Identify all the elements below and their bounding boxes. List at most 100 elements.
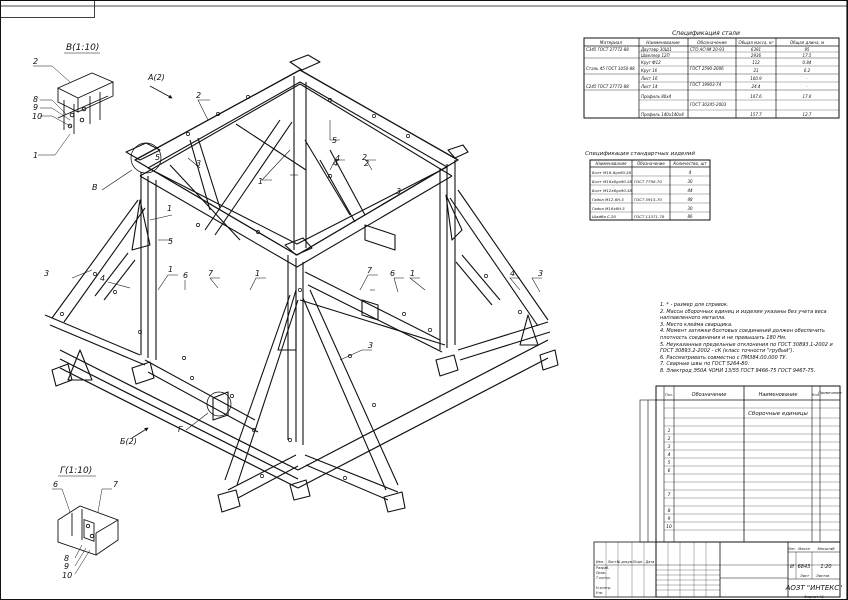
- note-line: наплавленного металла.: [660, 315, 726, 322]
- outrigger-right-diagonal: [449, 189, 549, 327]
- detail-b-callout-1: 2: [33, 57, 38, 66]
- steel-cell: 107.6: [750, 94, 762, 99]
- bom-header: Наименование: [759, 392, 798, 398]
- detail-view-g: Г(1:10) 6 7 8 9 10: [52, 466, 120, 580]
- callout-main-5: 4: [333, 159, 338, 168]
- steel-cell: Круг 16: [641, 68, 658, 73]
- std-cell: ГОСТ 11371-78: [634, 214, 665, 219]
- detail-g-title: Г(1:10): [60, 466, 92, 476]
- callout-main-9: 3: [44, 269, 49, 278]
- std-cell: Шайба С.20: [592, 214, 617, 219]
- tb-row-label: Изм.: [596, 560, 604, 564]
- steel-cell: 6.2: [804, 68, 811, 73]
- steel-cell: 2936: [751, 53, 762, 58]
- steel-cell: СТО АСЧМ 20-93: [690, 47, 725, 52]
- tb-role: Н.контр.: [596, 586, 611, 590]
- view-arrow-b: [131, 427, 149, 439]
- detail-b-title: В(1:10): [66, 43, 99, 53]
- std-cell: Гайка М12-6Н.5: [592, 197, 624, 202]
- steel-spec-header: Общая масса, кг: [739, 40, 775, 45]
- steel-cell: 100.9: [750, 76, 762, 81]
- steel-spec-header: Наименование: [646, 40, 680, 46]
- steel-cell: ГОСТ 30245-2003: [690, 102, 727, 107]
- steel-spec-header: Общая длина, м: [790, 40, 824, 45]
- base-beam-right: [297, 339, 549, 489]
- view-arrow-a: [149, 85, 173, 99]
- base-beam-inner-3: [299, 299, 446, 346]
- corner-plate-left: [125, 142, 161, 161]
- inner-tie-2: [235, 123, 307, 171]
- callout-main-12: 6: [183, 271, 188, 280]
- inner-brace-left: [204, 119, 293, 236]
- beam-joint-back: [364, 224, 396, 251]
- callout-main-14: 1: [255, 269, 260, 278]
- tb-role: Разраб.: [596, 566, 609, 570]
- beam-joint-center: [361, 299, 379, 321]
- callout-main-3: 1: [258, 177, 263, 186]
- std-cell: 30: [687, 206, 693, 211]
- steel-cell: Профиль 140х140х4: [641, 112, 684, 117]
- callout-main-7: 1: [167, 204, 172, 213]
- leader-g: [185, 412, 209, 431]
- steel-cell: 6391: [751, 47, 761, 52]
- detail-b-callout-3: 9: [33, 103, 38, 112]
- steel-cell: -: [806, 84, 808, 89]
- bom-position: 3: [668, 444, 671, 450]
- view-arrow-a-label: А(2): [147, 73, 165, 82]
- tb-lit-header: Лит.: [787, 547, 796, 551]
- column-left: [140, 172, 157, 360]
- note-line: ГОСТ 30893.2-2002 - сК (класс точности "…: [660, 348, 795, 355]
- detail-g-callout-2: 7: [113, 480, 119, 489]
- inner-brace-front: [189, 137, 221, 211]
- base-beam-inner-2: [304, 271, 443, 353]
- steel-spec-title: Спецификация стали: [672, 30, 740, 37]
- bom-position: 7: [668, 492, 671, 498]
- detail-g-callout-5: 10: [62, 571, 72, 580]
- outrigger-right-brace: [455, 254, 501, 306]
- std-spec-header: Обозначение: [637, 161, 665, 166]
- std-cell: Гайка М16х6Н.5: [592, 206, 625, 211]
- column-back: [293, 76, 307, 250]
- std-cell: Болт М12х6gх90.58: [592, 188, 633, 193]
- base-beam-inner-1: [144, 359, 259, 433]
- callout-main-23: 2: [362, 153, 367, 162]
- foot-left: [51, 363, 73, 387]
- callout-main-24: 3: [396, 187, 401, 196]
- steel-cell: Лист 16: [640, 76, 658, 81]
- note-line: плотность соединения и не превышать 180 …: [660, 334, 787, 341]
- bom-position: 8: [668, 508, 671, 514]
- callout-main-4: 3: [196, 159, 201, 168]
- callout-main-6: 2: [364, 159, 369, 168]
- callout-main-13: 7: [208, 269, 214, 278]
- inner-tie-1: [169, 164, 241, 241]
- note-line: 5. Неуказанные предельные отклонения по …: [660, 341, 833, 348]
- std-cell: ГОСТ 5915-70: [634, 197, 662, 202]
- main-callout-numbers: 2 5 1 3 4 2 1 5 3 4 1 6 7 1 7 6 1 3 4 3 …: [44, 91, 543, 350]
- gusset-2: [277, 289, 297, 351]
- bom-section-title: Сборочные единицы: [748, 411, 808, 417]
- note-line: 8. Электрод Э50А ЧОНИ 13/55 ГОСТ 9466-75…: [660, 367, 816, 374]
- bom-header: Обозначение: [692, 392, 727, 398]
- foot-col-left: [131, 361, 155, 385]
- tb-sheets-label: Листов: [815, 574, 829, 578]
- tb-role: Утв.: [596, 591, 603, 595]
- bom-position: 5: [668, 460, 671, 466]
- steel-cell: ГОСТ 2590-2006: [690, 66, 724, 71]
- steel-cell: Сталь 45 ГОСТ 1050-88: [586, 66, 635, 71]
- corner-plate-right: [447, 144, 469, 159]
- steel-cell: ГОСТ 19903-74: [690, 82, 722, 87]
- note-line: 6. Рассматривать совместно с ПМ384.00.00…: [660, 354, 788, 361]
- std-spec-content: Наименование Обозначение Количество, шт …: [592, 161, 707, 219]
- steel-cell: С345 ГОСТ 27772-88: [586, 47, 629, 52]
- tb-company: АОЗТ "ИНТЕКС": [785, 584, 843, 592]
- mark-b: В: [92, 183, 98, 192]
- std-spec-table: Спецификация стандартных изделий: [585, 151, 711, 221]
- detail-circle-g: [206, 391, 232, 417]
- top-frame-edge-left: [139, 83, 301, 177]
- note-line: 3. Место клейма сварщика.: [660, 321, 733, 328]
- steel-spec-rows: С345 ГОСТ 27772-88 Двутавр 30Ш1 СТО АСЧМ…: [586, 47, 812, 117]
- bom-header: Поз.: [665, 393, 673, 397]
- detail-b-callout-5: 1: [33, 151, 38, 160]
- steel-cell: 157.7: [750, 112, 762, 117]
